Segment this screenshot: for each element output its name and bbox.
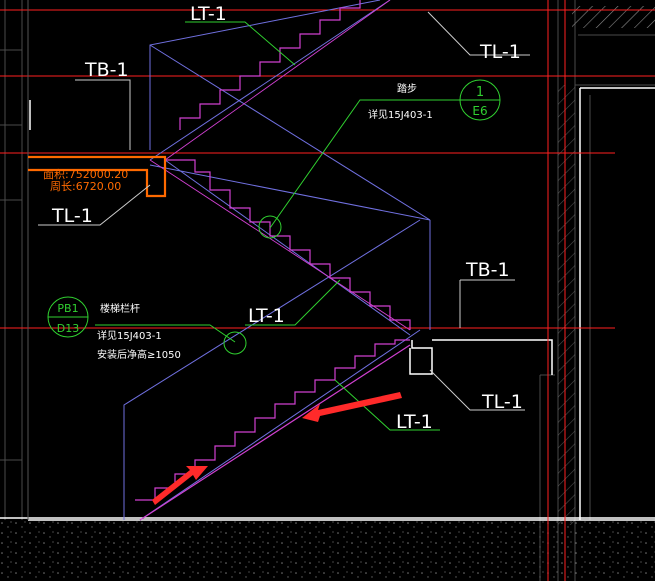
slab-outlines <box>0 87 655 521</box>
label-tl1-top-right: TL-1 <box>479 41 521 63</box>
detail-circle-upper <box>258 215 282 239</box>
step-symbol-sheet: E6 <box>472 104 487 118</box>
red-arrow-icon <box>302 392 402 422</box>
ground-fill <box>0 520 655 581</box>
label-tb1-top-left: TB-1 <box>84 59 129 81</box>
selected-beam-outline[interactable] <box>28 155 167 198</box>
hatch-right-wall <box>558 85 575 525</box>
rail-note-height: 安装后净高≥1050 <box>97 348 181 361</box>
label-tl1-bottom-right: TL-1 <box>481 391 523 413</box>
red-arrow-icon <box>152 466 208 505</box>
selection-area-text: 面积:752000.20 <box>43 168 128 181</box>
rail-note-title: 楼梯栏杆 <box>100 302 140 315</box>
railing-lines <box>123 0 431 521</box>
label-lt1-middle: LT-1 <box>248 305 285 327</box>
selection-perimeter-text: 周长:6720.00 <box>50 180 121 193</box>
hatch-top-right <box>572 6 655 28</box>
label-tl1-left: TL-1 <box>51 205 93 227</box>
step-symbol-num: 1 <box>476 85 484 100</box>
step-note-title: 踏步 <box>397 82 417 95</box>
rail-note-ref: 详见15J403-1 <box>97 329 162 342</box>
rail-symbol-top: PB1 <box>57 302 78 315</box>
rail-symbol-bottom: D13 <box>57 322 79 335</box>
label-tb1-right: TB-1 <box>465 259 510 281</box>
step-note-ref: 详见15J403-1 <box>368 108 433 121</box>
detail-circle-lower <box>223 331 247 355</box>
label-lt1-bottom: LT-1 <box>396 411 433 433</box>
label-lt1-top: LT-1 <box>190 3 227 25</box>
